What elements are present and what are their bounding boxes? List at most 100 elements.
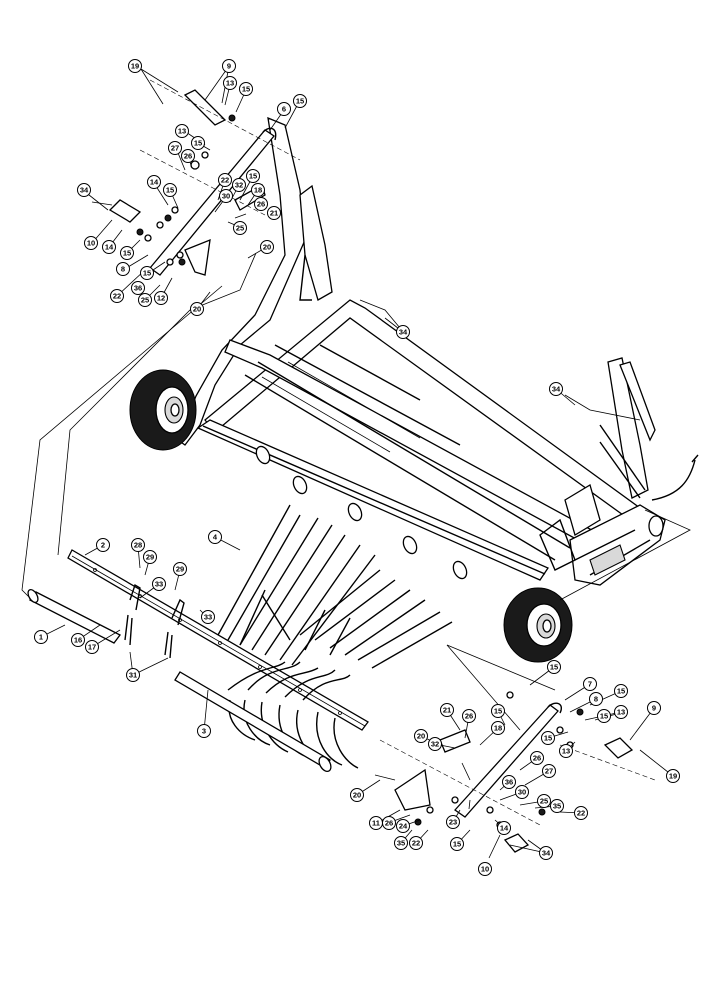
svg-text:25: 25	[141, 296, 149, 305]
svg-text:9: 9	[227, 62, 231, 71]
svg-text:34: 34	[399, 328, 408, 337]
callout-15: 15	[541, 731, 555, 745]
callout-20: 20	[260, 240, 274, 254]
callout-14: 14	[102, 240, 116, 254]
svg-text:14: 14	[150, 178, 159, 187]
callout-30: 30	[515, 785, 529, 799]
svg-text:13: 13	[226, 79, 234, 88]
callout-20: 20	[414, 729, 428, 743]
svg-text:20: 20	[417, 732, 425, 741]
svg-text:15: 15	[166, 186, 174, 195]
svg-text:25: 25	[540, 797, 548, 806]
callout-15: 15	[547, 660, 561, 674]
callout-26: 26	[181, 149, 195, 163]
callout-31: 31	[126, 668, 140, 682]
svg-text:29: 29	[146, 553, 154, 562]
svg-text:8: 8	[121, 265, 125, 274]
callout-22: 22	[574, 806, 588, 820]
svg-text:26: 26	[465, 712, 473, 721]
svg-text:22: 22	[412, 839, 420, 848]
svg-text:23: 23	[449, 818, 457, 827]
callout-18: 18	[491, 721, 505, 735]
svg-text:15: 15	[550, 663, 558, 672]
callout-21: 21	[267, 206, 281, 220]
svg-text:13: 13	[617, 708, 625, 717]
svg-text:34: 34	[80, 186, 89, 195]
svg-text:34: 34	[552, 385, 561, 394]
callout-26: 26	[254, 197, 268, 211]
callout-18: 18	[251, 183, 265, 197]
callout-10: 10	[478, 862, 492, 876]
svg-text:20: 20	[263, 243, 271, 252]
callout-19: 19	[128, 59, 142, 73]
callout-15: 15	[191, 136, 205, 150]
svg-text:15: 15	[242, 85, 250, 94]
callout-32: 32	[428, 737, 442, 751]
callout-32: 32	[232, 178, 246, 192]
svg-text:10: 10	[87, 239, 95, 248]
callout-22: 22	[409, 836, 423, 850]
callout-1: 1	[34, 630, 48, 644]
svg-text:21: 21	[270, 209, 278, 218]
callout-27: 27	[542, 764, 556, 778]
svg-text:14: 14	[105, 243, 114, 252]
left-wheel	[129, 369, 197, 451]
callout-15: 15	[293, 94, 307, 108]
svg-text:31: 31	[129, 671, 137, 680]
svg-text:18: 18	[254, 186, 262, 195]
svg-text:1: 1	[39, 633, 43, 642]
callout-25: 25	[233, 221, 247, 235]
callout-33: 33	[201, 610, 215, 624]
svg-text:18: 18	[494, 724, 502, 733]
svg-text:15: 15	[544, 734, 552, 743]
svg-text:32: 32	[431, 740, 439, 749]
svg-text:27: 27	[171, 144, 179, 153]
callout-13: 13	[175, 124, 189, 138]
callout-13: 13	[559, 744, 573, 758]
callout-8: 8	[589, 692, 603, 706]
callout-26: 26	[530, 751, 544, 765]
callout-17: 17	[85, 640, 99, 654]
callout-3: 3	[197, 724, 211, 738]
svg-text:10: 10	[481, 865, 489, 874]
svg-text:24: 24	[399, 822, 408, 831]
callout-21: 21	[440, 703, 454, 717]
svg-text:16: 16	[74, 636, 82, 645]
callout-23: 23	[446, 815, 460, 829]
callout-8: 8	[116, 262, 130, 276]
svg-text:34: 34	[542, 849, 551, 858]
svg-text:12: 12	[157, 294, 165, 303]
svg-text:36: 36	[134, 284, 142, 293]
svg-text:28: 28	[134, 541, 142, 550]
callout-15: 15	[140, 266, 154, 280]
svg-text:26: 26	[533, 754, 541, 763]
leader-lines	[40, 65, 674, 859]
callout-15: 15	[163, 183, 177, 197]
callout-22: 22	[218, 173, 232, 187]
svg-text:15: 15	[617, 687, 625, 696]
callout-34: 34	[549, 382, 563, 396]
callout-16: 16	[71, 633, 85, 647]
callout-29: 29	[173, 562, 187, 576]
callout-15: 15	[246, 169, 260, 183]
callout-27: 27	[168, 141, 182, 155]
callout-9: 9	[222, 59, 236, 73]
svg-text:15: 15	[194, 139, 202, 148]
svg-text:21: 21	[443, 706, 451, 715]
callout-35: 35	[550, 799, 564, 813]
svg-text:9: 9	[652, 704, 656, 713]
svg-text:22: 22	[577, 809, 585, 818]
callout-4: 4	[208, 530, 222, 544]
svg-text:22: 22	[113, 292, 121, 301]
callout-36: 36	[131, 281, 145, 295]
callout-25: 25	[138, 293, 152, 307]
callout-15: 15	[239, 82, 253, 96]
svg-text:35: 35	[397, 839, 405, 848]
svg-text:29: 29	[176, 565, 184, 574]
callout-24: 24	[396, 819, 410, 833]
main-frame	[177, 116, 699, 586]
callout-26: 26	[462, 709, 476, 723]
callout-20: 20	[190, 302, 204, 316]
svg-text:32: 32	[235, 181, 243, 190]
callout-15: 15	[597, 709, 611, 723]
